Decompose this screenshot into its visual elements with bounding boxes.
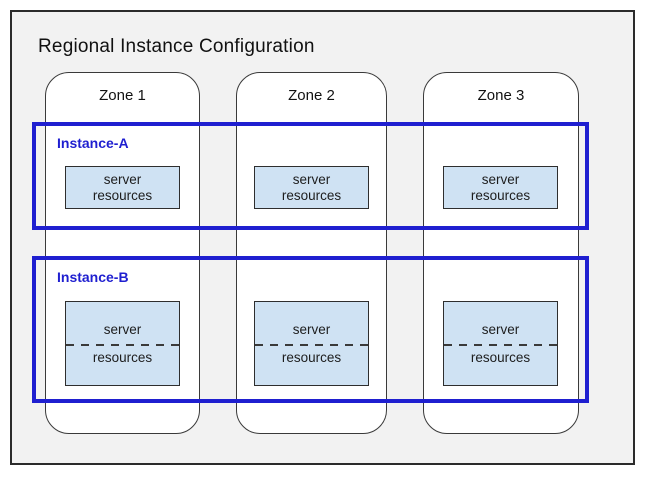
resource-label-line2: resources bbox=[92, 187, 153, 203]
instance-a-box: Instance-A bbox=[32, 122, 589, 230]
zone-2-label: Zone 2 bbox=[288, 87, 335, 104]
instance-b-box: Instance-B bbox=[32, 256, 589, 403]
resource-label-line1: server bbox=[481, 171, 520, 187]
resource-label-line2: resources bbox=[470, 349, 531, 365]
zone-1-label: Zone 1 bbox=[99, 87, 146, 104]
instance-b-zone-1-server-resources: server resources bbox=[65, 301, 180, 386]
instance-a-zone-2-server-resources: server resources bbox=[254, 166, 369, 209]
dashed-divider bbox=[66, 343, 179, 346]
resource-label-line1: server bbox=[481, 321, 520, 337]
resource-label-line2: resources bbox=[281, 349, 342, 365]
resource-label-line2: resources bbox=[92, 349, 153, 365]
resource-label-line1: server bbox=[292, 171, 331, 187]
resource-label-line1: server bbox=[292, 321, 331, 337]
instance-b-zone-3-server-resources: server resources bbox=[443, 301, 558, 386]
zone-3-label: Zone 3 bbox=[477, 87, 525, 104]
dashed-divider bbox=[255, 343, 368, 346]
instance-b-label: Instance-B bbox=[57, 269, 129, 285]
resource-label-line2: resources bbox=[470, 187, 531, 203]
dashed-divider bbox=[444, 343, 557, 346]
region-title: Regional Instance Configuration bbox=[38, 36, 315, 57]
resource-label-line1: server bbox=[103, 321, 142, 337]
instance-a-label: Instance-A bbox=[57, 135, 129, 151]
instance-a-zone-3-server-resources: server resources bbox=[443, 166, 558, 209]
resource-label-line1: server bbox=[103, 171, 142, 187]
resource-label-line2: resources bbox=[281, 187, 342, 203]
instance-a-zone-1-server-resources: server resources bbox=[65, 166, 180, 209]
instance-b-zone-2-server-resources: server resources bbox=[254, 301, 369, 386]
